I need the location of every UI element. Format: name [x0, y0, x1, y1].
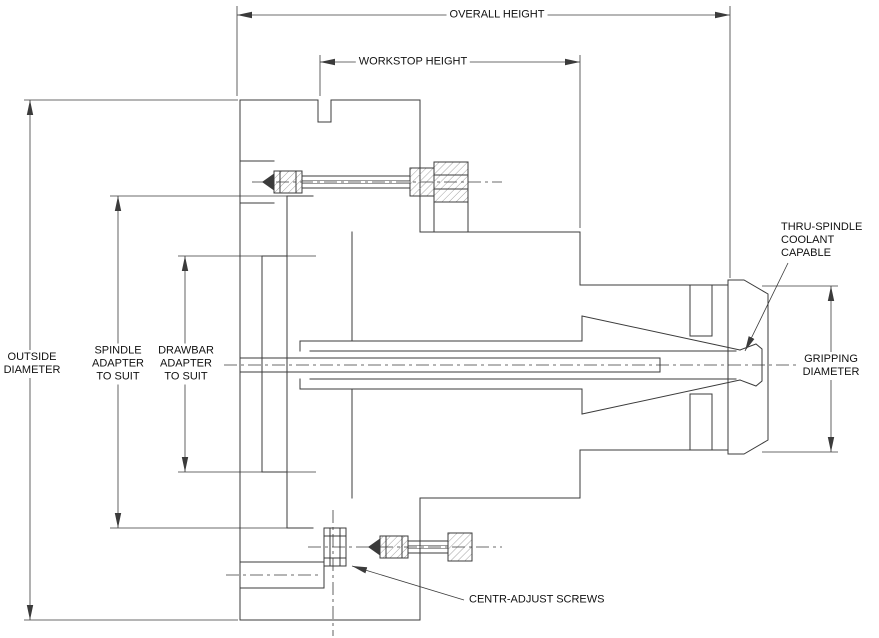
- label-line: ADAPTER: [92, 357, 144, 370]
- outside-diameter-label: OUTSIDE DIAMETER: [0, 350, 64, 378]
- chuck-body-outline: [239, 99, 729, 621]
- centr-adjust-screws-label: CENTR-ADJUST SCREWS: [467, 593, 607, 607]
- chuck-body: [239, 99, 769, 621]
- centerlines: [224, 181, 796, 636]
- bore-lines: [239, 231, 737, 499]
- thru-spindle-leader: [744, 262, 789, 352]
- overall-height-label: OVERALL HEIGHT: [446, 7, 548, 23]
- centr-adjust-leader: [351, 565, 465, 601]
- thru-spindle-coolant-label: THRU-SPINDLE COOLANT CAPABLE: [779, 221, 865, 260]
- label-line: SPINDLE: [94, 344, 142, 357]
- label-line: DIAMETER: [3, 364, 61, 376]
- label-line: TO SUIT: [96, 370, 140, 383]
- label-line: COOLANT: [781, 234, 835, 246]
- spindle-adapter-label: SPINDLE ADAPTER TO SUIT: [89, 343, 147, 385]
- leader-lines: [351, 262, 789, 601]
- gripping-head-outline: [727, 279, 769, 455]
- label-line: THRU-SPINDLE: [781, 221, 863, 233]
- adapter-recess-lines: [261, 195, 314, 529]
- label-line: TO SUIT: [164, 370, 208, 383]
- bolt-counterbore-lines: [239, 160, 325, 589]
- label-line: DRAWBAR: [158, 344, 214, 357]
- extension-lines: [24, 6, 838, 621]
- workstop-height-label: WORKSTOP HEIGHT: [355, 54, 471, 70]
- label-line: CAPABLE: [781, 247, 831, 259]
- gripping-diameter-label: GRIPPING DIAMETER: [799, 352, 863, 380]
- label-line: OUTSIDE: [7, 351, 57, 363]
- drawbar-adapter-label: DRAWBAR ADAPTER TO SUIT: [155, 343, 217, 385]
- label-line: DIAMETER: [802, 366, 860, 378]
- head-slot-lines: [689, 284, 713, 451]
- label-line: ADAPTER: [160, 357, 212, 370]
- workstop-bolt: [262, 161, 469, 233]
- bolt-tip: [262, 173, 274, 191]
- label-line: GRIPPING: [804, 353, 858, 365]
- dimension-lines: [26, 11, 835, 620]
